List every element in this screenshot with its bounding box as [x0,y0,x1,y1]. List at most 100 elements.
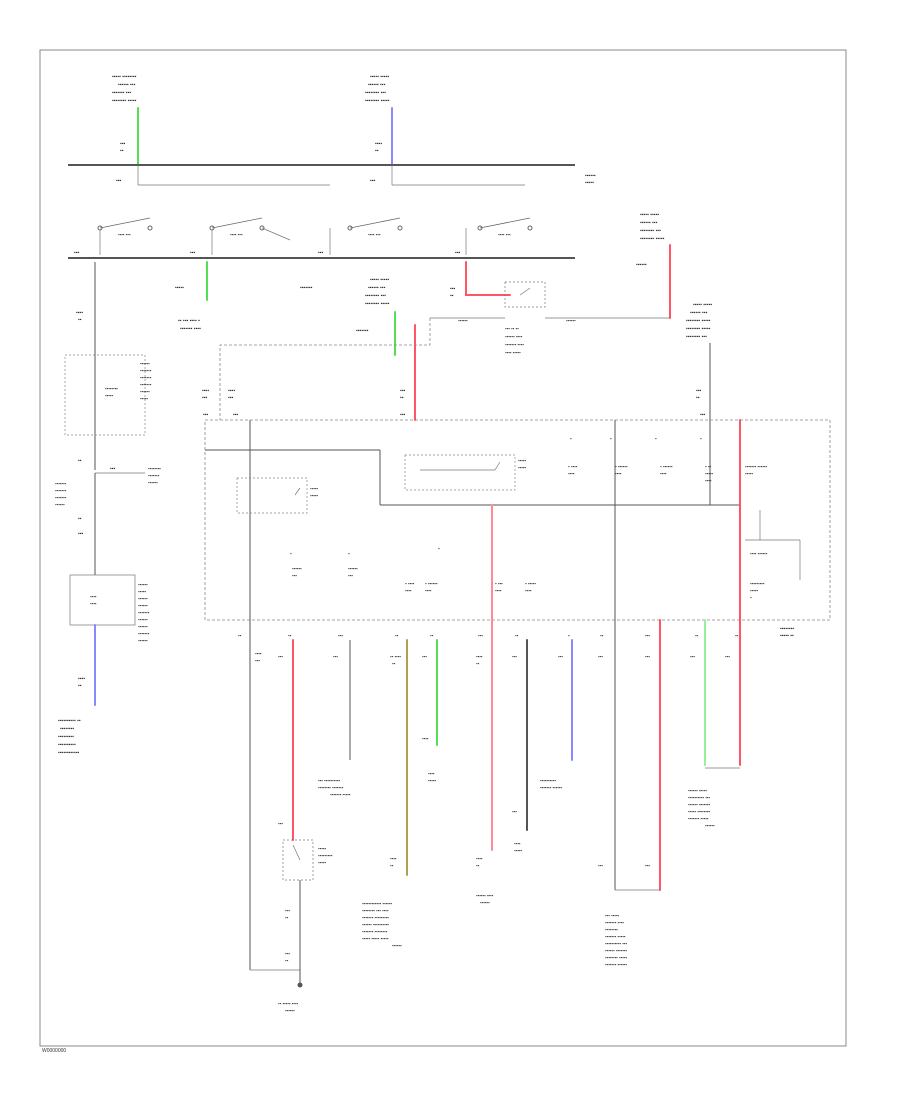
svg-text:▪ ▪▪▪▪▪▪: ▪ ▪▪▪▪▪▪ [425,581,438,586]
svg-text:▪▪▪▪: ▪▪▪▪ [228,388,235,394]
svg-text:▪▪▪▪▪▪ ▪▪▪: ▪▪▪▪▪▪ ▪▪▪ [368,82,386,88]
svg-text:▪▪▪▪▪: ▪▪▪▪▪ [518,458,526,463]
svg-text:▪▪▪▪▪▪: ▪▪▪▪▪▪ [138,603,148,608]
svg-text:▪▪: ▪▪ [515,633,519,638]
svg-text:▪▪▪: ▪▪▪ [725,654,730,659]
svg-text:▪▪▪▪ ▪▪▪: ▪▪▪▪ ▪▪▪ [368,232,381,237]
svg-text:▪▪▪▪▪▪▪: ▪▪▪▪▪▪▪ [138,631,150,636]
svg-text:▪▪▪▪▪▪: ▪▪▪▪▪▪ [292,566,302,571]
svg-text:▪▪▪▪▪▪: ▪▪▪▪▪▪ [636,262,647,268]
svg-text:▪▪▪▪▪▪▪: ▪▪▪▪▪▪▪ [138,610,150,615]
svg-text:▪▪: ▪▪ [78,458,82,464]
svg-text:▪▪▪: ▪▪▪ [400,412,406,418]
svg-text:▪▪▪▪▪▪▪▪: ▪▪▪▪▪▪▪▪ [605,927,618,932]
svg-text:▪▪▪▪▪▪▪▪ ▪▪▪ ▪▪▪▪: ▪▪▪▪▪▪▪▪ ▪▪▪ ▪▪▪▪ [362,908,389,913]
relay-top: ▪▪▪ ▪▪ ▪▪ ▪▪▪▪▪▪ ▪▪▪▪ ▪▪▪▪▪▪▪ ▪▪▪▪ ▪▪▪▪ … [430,281,670,355]
svg-text:▪▪▪▪▪: ▪▪▪▪▪ [318,860,326,865]
svg-text:▪▪▪▪▪▪▪: ▪▪▪▪▪▪▪ [300,285,313,291]
svg-text:▪▪▪: ▪▪▪ [203,412,209,418]
svg-text:▪: ▪ [438,546,440,551]
svg-text:▪▪▪▪▪ ▪▪▪▪▪▪▪▪: ▪▪▪▪▪ ▪▪▪▪▪▪▪▪ [688,809,710,814]
svg-text:▪▪▪▪▪▪▪▪ ▪▪▪▪▪: ▪▪▪▪▪▪▪▪ ▪▪▪▪▪ [605,955,627,960]
svg-text:▪▪▪▪▪▪ ▪▪▪▪▪▪▪: ▪▪▪▪▪▪ ▪▪▪▪▪▪▪ [605,948,627,953]
svg-text:▪▪▪▪▪▪▪▪ ▪▪▪▪▪▪▪: ▪▪▪▪▪▪▪▪ ▪▪▪▪▪▪▪ [318,785,344,790]
svg-text:▪▪▪▪: ▪▪▪▪ [390,856,397,861]
svg-text:▪▪▪: ▪▪▪ [74,250,80,256]
svg-text:▪▪▪▪: ▪▪▪▪ [422,736,429,741]
svg-text:▪▪: ▪▪ [390,863,394,868]
svg-text:▪▪▪: ▪▪▪ [558,654,563,659]
svg-text:▪▪▪: ▪▪▪ [285,951,290,956]
svg-text:▪▪▪: ▪▪▪ [190,250,196,256]
svg-text:▪ ▪▪▪: ▪ ▪▪▪ [495,581,503,586]
svg-text:▪▪▪▪▪▪▪▪▪▪▪▪: ▪▪▪▪▪▪▪▪▪▪▪▪ [58,750,79,756]
svg-text:▪▪▪▪▪▪▪▪▪: ▪▪▪▪▪▪▪▪▪ [318,853,333,858]
svg-text:▪▪▪▪: ▪▪▪▪ [705,478,712,483]
svg-text:▪▪: ▪▪ [375,148,379,154]
svg-text:▪▪▪▪▪ ▪▪▪▪▪▪▪▪: ▪▪▪▪▪ ▪▪▪▪▪▪▪▪ [112,74,137,80]
svg-text:▪▪▪: ▪▪▪ [338,633,343,638]
svg-text:▪▪▪▪▪▪: ▪▪▪▪▪▪ [138,582,148,587]
svg-text:▪▪▪▪ ▪▪▪: ▪▪▪▪ ▪▪▪ [498,232,511,237]
svg-text:▪▪: ▪▪ [238,633,242,638]
svg-text:▪▪ ▪▪▪▪▪ ▪▪▪▪: ▪▪ ▪▪▪▪▪ ▪▪▪▪ [278,1001,298,1006]
svg-text:▪▪▪▪▪▪▪▪ ▪▪▪▪▪: ▪▪▪▪▪▪▪▪ ▪▪▪▪▪ [365,98,390,104]
svg-text:▪▪▪▪▪▪▪ ▪▪▪▪: ▪▪▪▪▪▪▪ ▪▪▪▪ [180,326,201,332]
svg-text:▪: ▪ [568,633,570,638]
svg-text:▪▪: ▪▪ [450,293,454,299]
svg-text:▪▪▪▪: ▪▪▪▪ [568,471,575,476]
svg-text:▪▪▪▪▪▪▪: ▪▪▪▪▪▪▪ [55,481,67,486]
svg-text:▪▪▪▪▪: ▪▪▪▪▪ [138,589,146,594]
svg-text:▪▪▪▪▪: ▪▪▪▪▪ [175,285,184,291]
svg-text:▪▪: ▪▪ [430,633,434,638]
svg-text:▪▪▪▪▪▪: ▪▪▪▪▪▪ [458,318,468,323]
svg-text:▪▪▪▪▪ ▪▪▪▪▪: ▪▪▪▪▪ ▪▪▪▪▪ [693,302,712,308]
svg-text:▪▪▪▪▪▪▪▪▪▪ ▪▪▪: ▪▪▪▪▪▪▪▪▪▪ ▪▪▪ [605,941,627,946]
top-source-center: ▪▪▪▪▪ ▪▪▪▪▪ ▪▪▪▪▪▪ ▪▪▪ ▪▪▪▪▪▪▪▪ ▪▪▪ ▪▪▪▪… [365,74,393,166]
svg-text:▪▪▪▪: ▪▪▪▪ [476,856,483,861]
svg-text:▪▪: ▪▪ [78,317,82,323]
svg-text:▪▪▪▪: ▪▪▪▪ [202,388,209,394]
svg-text:▪▪▪▪: ▪▪▪▪ [90,601,97,606]
svg-text:▪▪: ▪▪ [285,915,289,920]
svg-text:▪▪▪▪ ▪▪▪: ▪▪▪▪ ▪▪▪ [230,232,243,237]
svg-text:▪▪▪▪▪▪ ▪▪▪▪: ▪▪▪▪▪▪ ▪▪▪▪ [505,334,523,339]
svg-text:▪▪: ▪▪ [476,863,480,868]
svg-text:▪▪▪▪: ▪▪▪▪ [525,588,532,593]
svg-text:▪▪▪▪▪▪▪▪▪▪▪▪ ▪▪▪▪▪▪: ▪▪▪▪▪▪▪▪▪▪▪▪ ▪▪▪▪▪▪ [362,901,392,906]
svg-text:▪▪▪▪▪▪▪▪▪: ▪▪▪▪▪▪▪▪▪ [58,734,74,740]
svg-text:▪▪▪: ▪▪▪ [598,863,603,868]
svg-text:▪▪▪▪▪▪▪ ▪▪▪▪▪: ▪▪▪▪▪▪▪ ▪▪▪▪▪ [330,792,351,797]
svg-text:▪▪▪▪▪▪▪▪ ▪▪▪▪▪: ▪▪▪▪▪▪▪▪ ▪▪▪▪▪ [686,326,711,332]
svg-text:▪▪▪ ▪▪▪▪▪▪▪▪▪▪: ▪▪▪ ▪▪▪▪▪▪▪▪▪▪ [318,778,340,783]
svg-text:▪▪▪▪▪: ▪▪▪▪▪ [745,471,753,476]
svg-text:▪▪▪: ▪▪▪ [255,658,260,663]
svg-text:▪▪▪▪▪: ▪▪▪▪▪ [310,486,318,491]
svg-text:▪▪▪▪▪▪: ▪▪▪▪▪▪ [138,638,148,643]
svg-text:▪▪▪▪▪▪▪▪: ▪▪▪▪▪▪▪▪ [60,726,74,732]
svg-text:▪▪▪: ▪▪▪ [285,908,290,913]
svg-text:▪▪: ▪▪ [476,661,480,666]
switch-3: ▪▪▪▪ ▪▪▪ [329,217,403,255]
svg-text:▪▪▪▪▪▪▪▪▪▪ ▪▪▪: ▪▪▪▪▪▪▪▪▪▪ ▪▪▪ [688,795,710,800]
svg-text:▪▪▪▪▪▪▪▪ ▪▪▪: ▪▪▪▪▪▪▪▪ ▪▪▪ [686,334,707,340]
svg-text:▪▪▪: ▪▪▪ [696,388,702,394]
svg-text:▪▪▪▪▪▪ ▪▪▪: ▪▪▪▪▪▪ ▪▪▪ [640,220,658,226]
svg-text:▪▪▪▪: ▪▪▪▪ [495,588,502,593]
svg-text:▪▪▪▪▪▪: ▪▪▪▪▪▪ [566,318,576,323]
svg-text:▪▪▪ ▪▪▪▪▪: ▪▪▪ ▪▪▪▪▪ [605,913,619,918]
svg-text:▪▪▪▪▪▪: ▪▪▪▪▪▪ [140,361,150,366]
svg-text:▪▪▪▪▪▪▪▪: ▪▪▪▪▪▪▪▪ [780,626,794,632]
svg-text:▪▪▪▪ ▪▪▪▪▪▪: ▪▪▪▪ ▪▪▪▪▪▪ [750,551,768,556]
svg-text:▪▪▪: ▪▪▪ [120,141,126,147]
svg-text:▪▪▪▪▪▪▪ ▪▪▪▪▪: ▪▪▪▪▪▪▪ ▪▪▪▪▪ [688,816,709,821]
svg-text:▪▪▪▪▪▪▪: ▪▪▪▪▪▪▪ [140,375,152,380]
left-column: ▪▪▪▪ ▪▪ ▪▪▪▪▪▪ ▪▪▪▪▪▪▪ ▪▪▪▪▪▪▪ ▪▪▪▪▪▪▪ ▪… [55,262,161,756]
svg-text:▪▪▪: ▪▪▪ [318,250,324,256]
svg-text:▪▪▪▪▪▪▪▪▪▪: ▪▪▪▪▪▪▪▪▪▪ [58,742,76,748]
svg-text:▪▪: ▪▪ [78,683,82,689]
svg-text:▪▪▪▪: ▪▪▪▪ [255,651,262,656]
svg-text:▪▪▪▪▪▪▪ ▪▪▪▪▪▪▪▪: ▪▪▪▪▪▪▪ ▪▪▪▪▪▪▪▪ [362,929,388,934]
svg-text:▪▪▪▪▪▪▪▪: ▪▪▪▪▪▪▪▪ [105,386,118,391]
